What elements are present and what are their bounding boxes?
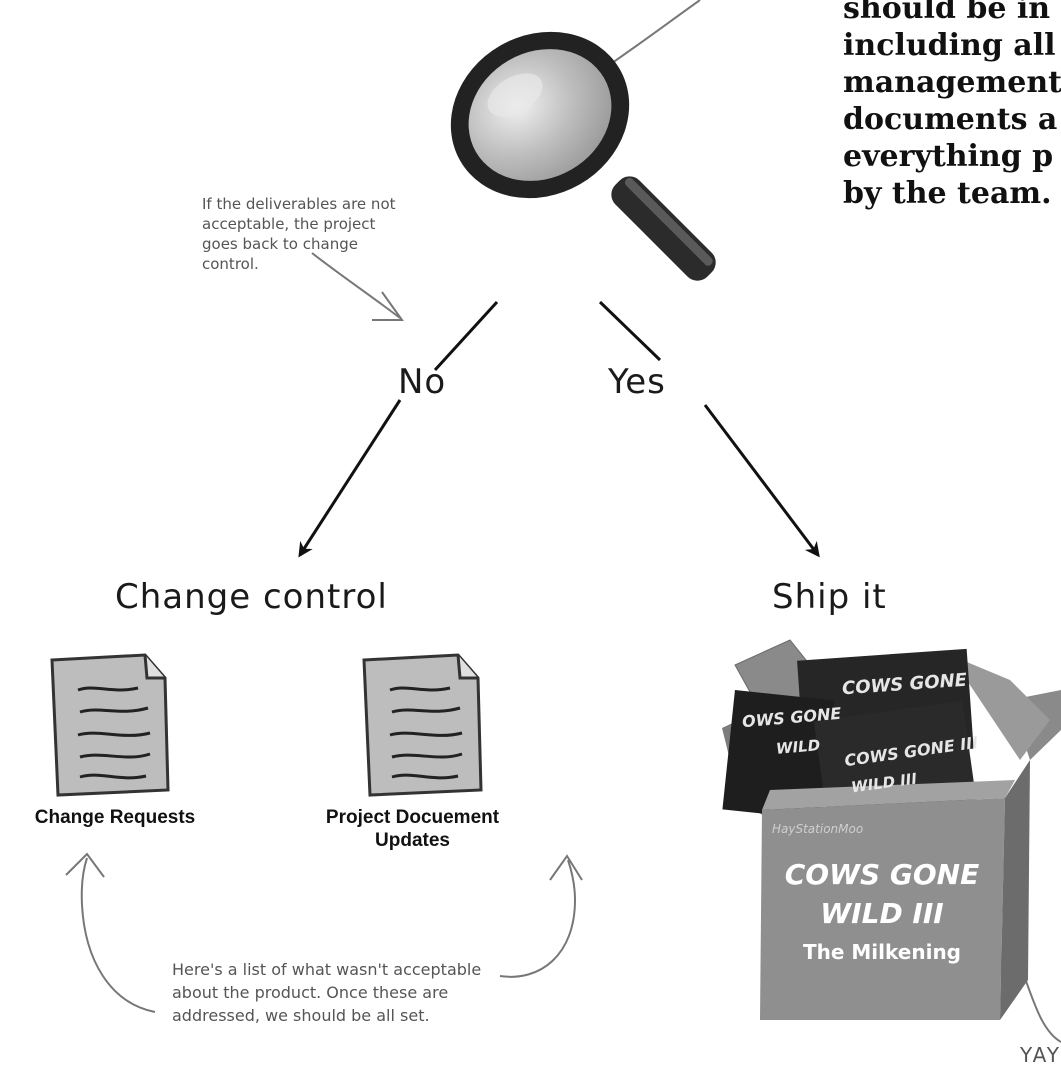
right-curl-arrow: [499, 859, 577, 978]
no-branch-line-top: [433, 300, 499, 372]
annotation-list: Here's a list of what wasn't acceptable …: [172, 960, 482, 1025]
yes-branch-arrow: [703, 404, 820, 558]
yes-branch-line-top: [598, 300, 662, 362]
branch-no-label: No: [398, 362, 447, 402]
inner-game-title-5: WILD: [775, 736, 821, 758]
box-subtitle: The Milkening: [803, 940, 961, 964]
main-note-line: everything p: [843, 139, 1054, 174]
doc-label-change-requests: Change Requests: [34, 807, 196, 828]
main-note-line: management: [843, 65, 1061, 100]
main-note-line: documents a: [843, 102, 1058, 137]
document-icon: [50, 653, 170, 797]
no-branch-arrow: [298, 399, 402, 558]
main-note: should be in including all management do…: [843, 0, 1061, 212]
left-curl-arrow: [80, 857, 156, 1013]
box-title-line2: WILD III: [820, 897, 944, 930]
main-note-line: by the team.: [843, 176, 1052, 211]
document-icon: [362, 653, 483, 797]
change-control-heading: Change control: [115, 577, 388, 617]
annotation-no-pointer: [311, 252, 401, 319]
annotation-no: If the deliverables are not acceptable, …: [202, 195, 396, 273]
branch-yes-label: Yes: [608, 362, 666, 402]
annotation-yay: YAY: [1020, 1043, 1061, 1067]
ship-it-heading: Ship it: [772, 577, 887, 617]
main-note-line: including all: [843, 28, 1056, 63]
main-note-line: should be in: [843, 0, 1051, 26]
doc-label-project-updates: Project Docuement Updates: [325, 807, 500, 851]
box-title-line1: COWS GONE: [784, 858, 980, 891]
box-publisher: HayStationMoo: [772, 822, 864, 836]
